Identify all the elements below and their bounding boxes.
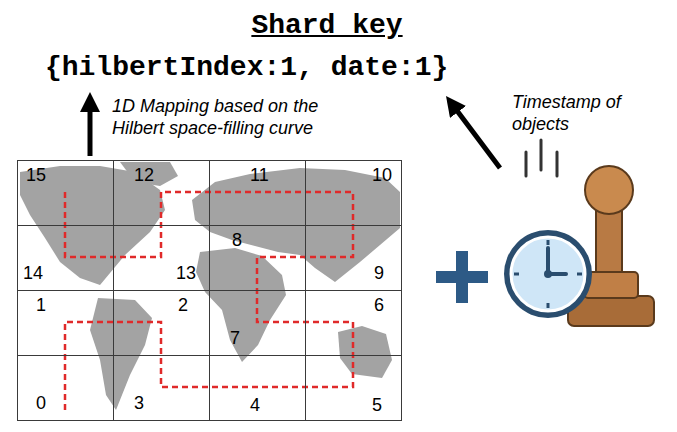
cell-number: 0 — [36, 394, 46, 412]
grid-cell: 7 — [209, 290, 306, 356]
grid-cell: 14 — [17, 225, 114, 291]
grid-cell: 3 — [113, 355, 210, 421]
cell-number: 15 — [26, 166, 46, 184]
australia — [338, 326, 392, 378]
clock — [504, 230, 592, 318]
diagram-title: Shard key — [251, 10, 402, 41]
grid-cell: 1 — [17, 290, 114, 356]
cell-number: 9 — [374, 264, 384, 282]
mapping-note: 1D Mapping based on the Hilbert space-fi… — [112, 96, 362, 139]
grid-cell: 8 — [209, 225, 306, 291]
cell-number: 7 — [230, 329, 240, 347]
grid-cell: 4 — [209, 355, 306, 421]
cell-number: 3 — [134, 394, 144, 412]
grid-cell: 15 — [17, 160, 114, 226]
cell-number: 13 — [176, 264, 196, 282]
grid-cell: 9 — [305, 225, 402, 291]
cell-number: 14 — [23, 264, 43, 282]
speed-lines — [526, 140, 557, 176]
cell-number: 10 — [372, 166, 392, 184]
timestamp-arrow — [452, 104, 500, 168]
grid-cell: 0 — [17, 355, 114, 421]
shard-key-text: {hilbertIndex:1, date:1} — [45, 52, 448, 83]
plus-sign — [436, 251, 488, 303]
grid-cell: 12 — [113, 160, 210, 226]
grid-cell: 13 — [113, 225, 210, 291]
cell-number: 6 — [374, 296, 384, 314]
cell-number: 5 — [372, 396, 382, 414]
greenland — [120, 162, 178, 186]
grid-cell: 10 — [305, 160, 402, 226]
grid-cell: 2 — [113, 290, 210, 356]
grid-cell: 6 — [305, 290, 402, 356]
grid-cell: 5 — [305, 355, 402, 421]
cell-number: 12 — [134, 166, 154, 184]
cell-number: 4 — [250, 396, 260, 414]
cell-number: 8 — [232, 231, 242, 249]
cell-number: 2 — [178, 296, 188, 314]
world-map — [20, 162, 400, 410]
cell-number: 11 — [250, 166, 269, 184]
timestamp-note: Timestamp of objects — [512, 92, 624, 135]
mapping-arrow — [88, 102, 93, 156]
grid-cell: 11 — [209, 160, 306, 226]
cell-number: 1 — [36, 296, 46, 314]
